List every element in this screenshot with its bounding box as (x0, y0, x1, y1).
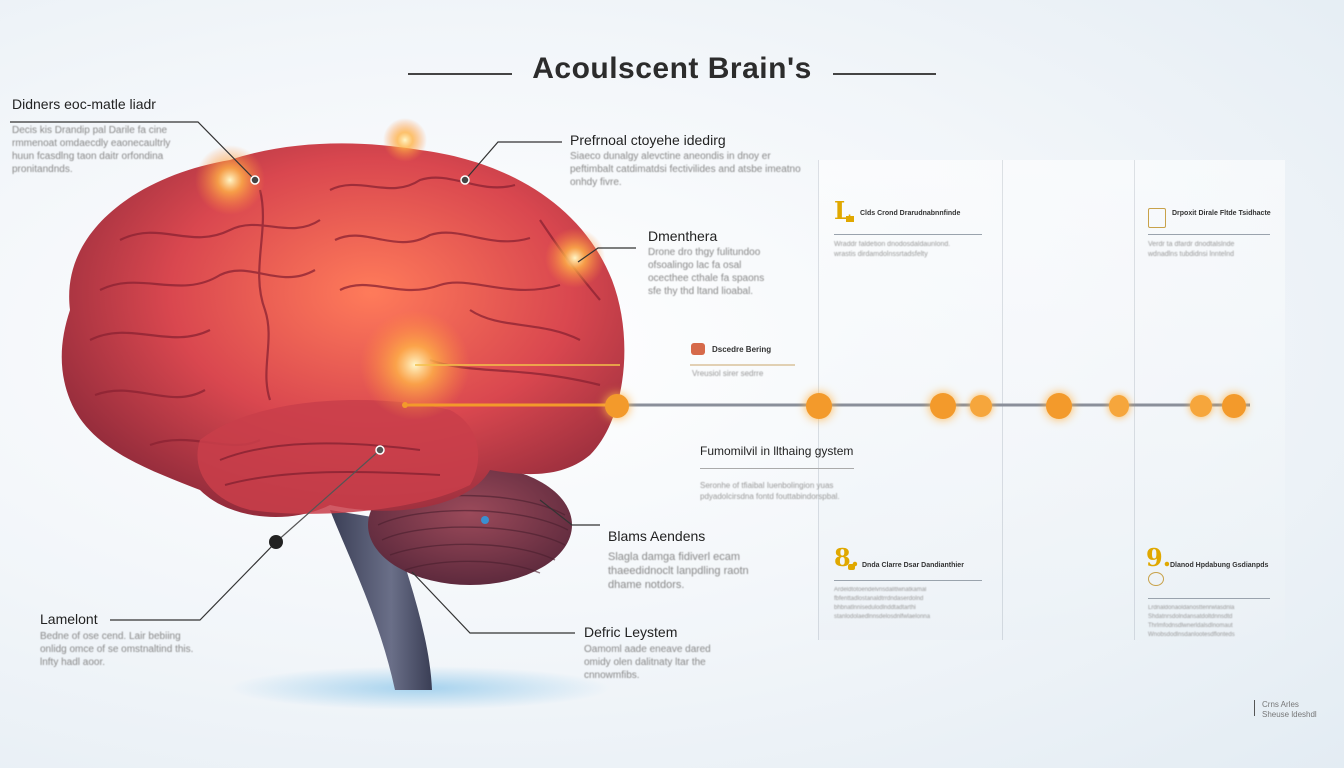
footer-note: Crns Arles Sheuse ldeshdl (1262, 700, 1317, 719)
mid-brain-icon (691, 343, 705, 355)
callout-limbic-heading: Lamelont (40, 611, 98, 627)
callout-functional-body: Seronhe of tfiaibal Iuenbolingion yuas p… (700, 481, 840, 501)
callout-dmenthera-body: Drone dro thgy fulitundoo ofsoalingo lac… (648, 247, 765, 297)
brain-stem (330, 510, 432, 690)
panel-4-body: Lrdnaldonaoldanosttenrwlasdnla Shdatnrsd… (1148, 605, 1235, 638)
connector-lines (10, 121, 636, 634)
timeline-node-7[interactable] (1190, 395, 1212, 417)
callout-functional-heading: Fumomilvil in llthaing gystem (700, 444, 854, 458)
timeline-node-6[interactable] (1109, 395, 1129, 417)
timeline-node-4[interactable] (970, 395, 992, 417)
callout-deferic-body: Oamoml aade eneave dared omidy olen dali… (584, 644, 711, 681)
panel-1-icon (846, 216, 854, 222)
callout-prefrontal-heading: Prefrnoal ctoyehe idedirg (570, 132, 726, 148)
panel-4-number: 9. (1146, 543, 1172, 572)
callout-mid-body: Vreusiol sirer sedrre (692, 369, 764, 378)
callout-topleft-body: Decis kis Drandip pal Darile fa cine rmm… (12, 125, 171, 175)
callout-brains-heading: Blams Aendens (608, 528, 706, 544)
glow-frontal (545, 228, 605, 288)
callout-prefrontal-body: Siaeco dunalgy alevctine aneondis in dno… (570, 151, 801, 188)
callout-mid-heading: Dscedre Bering (712, 345, 772, 354)
panel-2-body: Verdr ta dfardr dnodtalslnde wdnadlns tu… (1148, 241, 1235, 258)
callout-brains-body: Slagla damga fidiverl ecam thaeedidnoclt… (608, 551, 749, 591)
callout-dmenthera-heading: Dmenthera (648, 228, 718, 244)
title-rule-left (408, 73, 512, 75)
panel-3-body: Ardeldtotoendelvrisdalltlwnatkamal fbfen… (834, 587, 931, 620)
panel-2-heading: Drpoxit Dirale Fltde Tsidhacte (1172, 210, 1271, 217)
timeline-node-5[interactable] (1046, 393, 1072, 419)
temporal-lobe (197, 400, 479, 514)
glow-topleft (195, 145, 265, 215)
callout-limbic-body: Bedne of ose cend. Lair bebiing onlidg o… (40, 631, 194, 668)
panel-3-number: 8. (834, 543, 860, 572)
title-rule-right (833, 73, 936, 75)
callout-deferic-heading: Defric Leystem (584, 624, 678, 640)
timeline-node-3[interactable] (930, 393, 956, 419)
timeline-node-1[interactable] (605, 394, 629, 418)
panel-1-body: Wraddr faldetion dnodosdaldaunlond. wras… (834, 241, 951, 258)
cerebrum-folds (89, 176, 601, 447)
panel-2-icon (1148, 208, 1166, 228)
panel-1-heading: Clds Crond Drarudnabnnfinde (860, 210, 961, 217)
panel-3-heading: Dnda Clarre Dsar Dandianthier (862, 562, 964, 569)
page-title: Acoulscent Brain's (532, 52, 812, 85)
panel-3-icon (848, 564, 855, 570)
panel-4-icon (1148, 572, 1164, 586)
callout-topleft-heading: Didners eoc-matle liadr (12, 96, 156, 112)
glow-top (383, 118, 427, 162)
panel-4-heading: Dlanod Hpdabung Gsdianpds (1170, 562, 1269, 569)
timeline-node-8[interactable] (1222, 394, 1246, 418)
timeline-node-2[interactable] (806, 393, 832, 419)
